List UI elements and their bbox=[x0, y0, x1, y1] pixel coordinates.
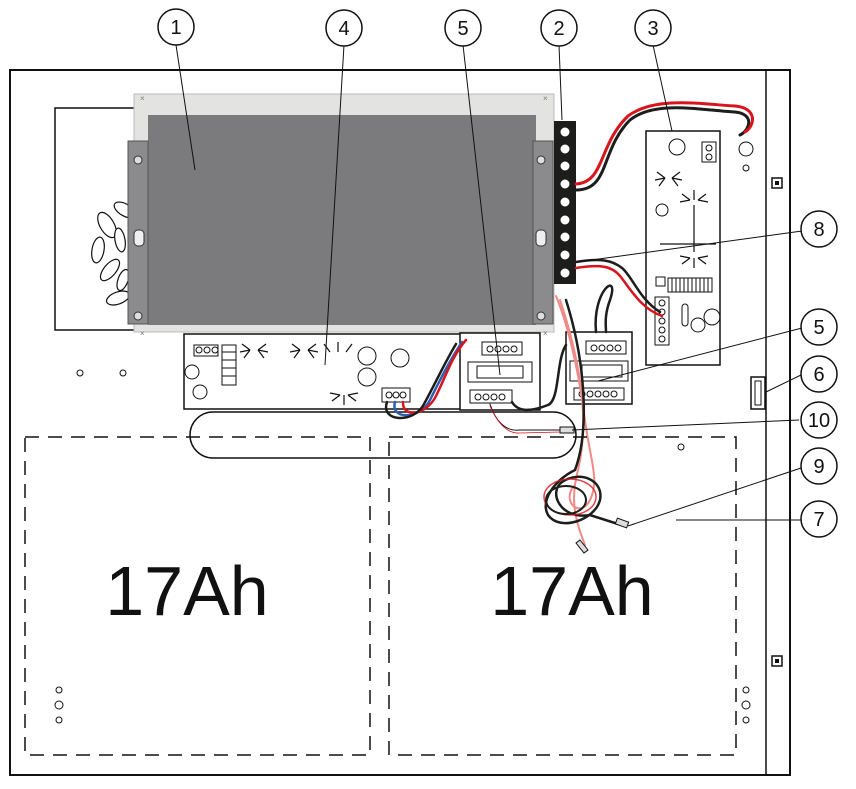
callout-9: 9 bbox=[800, 447, 838, 485]
svg-text:×: × bbox=[140, 329, 145, 338]
callout-10: 10 bbox=[800, 401, 838, 439]
svg-text:×: × bbox=[140, 94, 145, 103]
control-panel: × × × × bbox=[127, 93, 555, 338]
svg-text:6: 6 bbox=[813, 364, 824, 386]
leader-lines bbox=[175, 44, 805, 527]
battery-capacity-left: 17Ah bbox=[105, 552, 268, 630]
callout-7: 7 bbox=[800, 500, 838, 538]
svg-text:2: 2 bbox=[553, 18, 564, 40]
svg-text:1: 1 bbox=[170, 17, 181, 39]
cable-channel bbox=[189, 411, 577, 459]
callout-2: 2 bbox=[540, 9, 578, 47]
wire-terminals bbox=[559, 426, 630, 554]
svg-text:4: 4 bbox=[338, 18, 349, 40]
battery-compartment-left bbox=[24, 436, 371, 756]
power-supply-board bbox=[645, 130, 754, 366]
callout-3: 3 bbox=[634, 9, 672, 47]
callout-5-side: 5 bbox=[800, 308, 838, 346]
svg-text:10: 10 bbox=[808, 410, 830, 432]
callout-4: 4 bbox=[325, 9, 363, 47]
svg-text:×: × bbox=[543, 94, 548, 103]
svg-text:3: 3 bbox=[647, 18, 658, 40]
main-pcb bbox=[183, 333, 465, 410]
battery-compartment-right bbox=[388, 436, 751, 756]
callout-8: 8 bbox=[800, 210, 838, 248]
callout-6: 6 bbox=[800, 355, 838, 393]
svg-text:×: × bbox=[543, 329, 548, 338]
callout-5-top: 5 bbox=[444, 9, 482, 47]
battery-capacity-right: 17Ah bbox=[490, 552, 653, 630]
svg-text:9: 9 bbox=[813, 456, 824, 478]
wiring bbox=[384, 101, 754, 546]
terminal-block bbox=[554, 121, 576, 284]
svg-text:5: 5 bbox=[457, 18, 468, 40]
svg-text:7: 7 bbox=[813, 509, 824, 531]
callout-1: 1 bbox=[157, 8, 195, 46]
svg-text:8: 8 bbox=[813, 219, 824, 241]
svg-text:5: 5 bbox=[813, 317, 824, 339]
relay-module-left bbox=[459, 332, 541, 411]
